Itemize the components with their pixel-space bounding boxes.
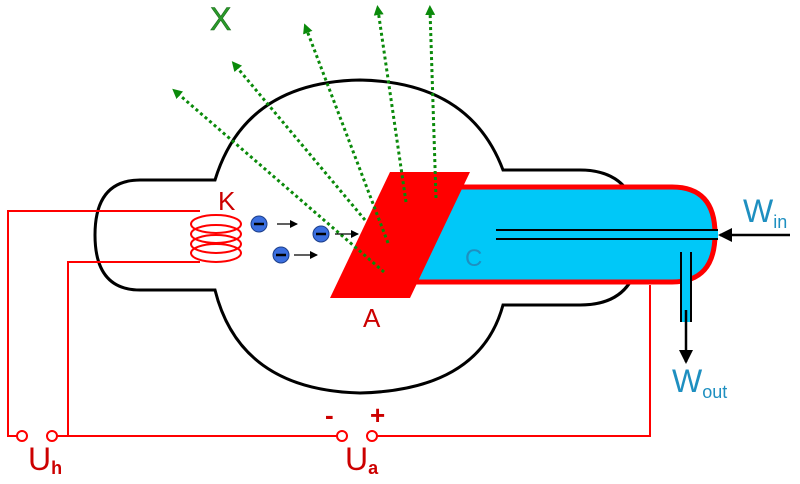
terminals [16,430,378,442]
x-ray-beam-4 [373,5,408,203]
water-inlet-pipe [496,229,718,240]
label-heater-voltage: Uh [28,441,62,478]
water-outlet-pipe [680,252,692,322]
terminal-ua-plus [366,430,378,442]
electron-2 [312,225,359,243]
label-water-in: Win [743,193,787,232]
heater-wire-top [7,210,200,437]
label-water-out-main: W [672,363,703,399]
electrons [250,215,359,264]
label-ua-main: U [345,441,368,477]
label-uh-main: U [28,441,51,477]
terminal-ua-minus [336,430,348,442]
label-minus: - [325,400,334,430]
electron-1 [250,215,298,233]
circuit-wires [7,210,651,437]
terminal-uh-1 [16,430,28,442]
label-water-out: Wout [672,363,727,402]
anode-wire [377,285,651,437]
label-xray: X [210,1,231,37]
x-ray-beam-5 [425,5,438,199]
label-plus: + [370,400,385,430]
label-coolant: C [465,245,482,272]
heater-wire-bottom [57,261,200,437]
x-ray-beam-2 [231,61,367,221]
x-ray-beams [172,5,438,274]
label-anode: A [363,303,381,333]
label-ua-sub: a [368,458,379,478]
cathode-filament [190,214,242,263]
x-ray-beam-3 [303,23,390,244]
label-anode-voltage: Ua [345,441,379,478]
label-uh-sub: h [51,458,62,478]
anode-target [330,172,470,298]
label-cathode: K [218,186,236,216]
label-water-in-main: W [743,193,774,229]
electron-3 [272,246,318,264]
terminal-uh-2 [46,430,58,442]
label-water-out-sub: out [702,382,727,402]
x-ray-beam-1 [172,88,385,274]
label-water-in-sub: in [773,212,787,232]
